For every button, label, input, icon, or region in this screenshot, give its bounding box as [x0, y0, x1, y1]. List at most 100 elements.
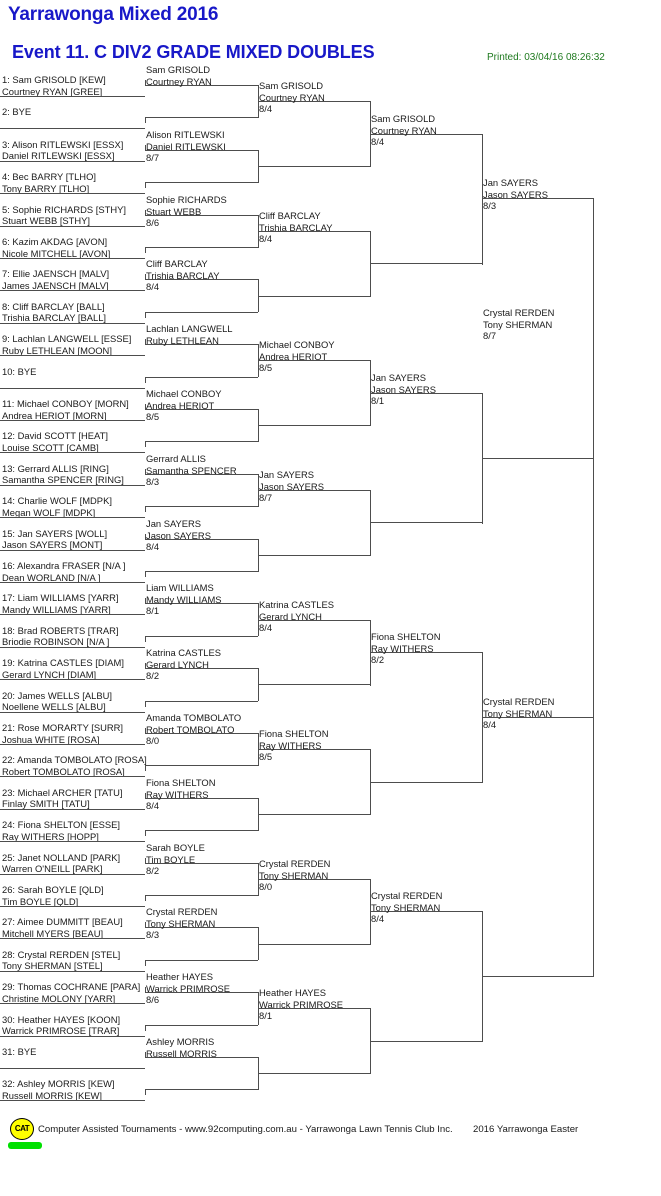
bracket-connector — [0, 971, 145, 972]
player-line-2: Robert TOMBOLATO [ROSA] — [2, 765, 125, 777]
player-line-2: Megan WOLF [MDPK] — [2, 506, 96, 518]
bracket-connector — [370, 1041, 371, 1047]
bracket-connector — [370, 782, 371, 788]
match-score: 8/4 — [483, 719, 497, 731]
bracket-connector — [145, 960, 146, 966]
bracket-connector — [258, 944, 370, 945]
bracket-connector — [0, 906, 145, 907]
bracket-connector — [370, 263, 371, 269]
player-line-2: Robert TOMBOLATO — [146, 723, 235, 735]
bracket-connector — [0, 614, 145, 615]
entry-slot: 11: Michael CONBOY [MORN]Andrea HERIOT [… — [2, 398, 129, 421]
player-line-2: Mandy WILLIAMS [YARR] — [2, 603, 111, 615]
player-line-2: Jason SAYERS — [371, 383, 436, 395]
bracket-connector — [0, 193, 145, 194]
player-line-2: Tony BARRY [TLHO] — [2, 182, 90, 194]
bracket-connector — [258, 425, 370, 426]
bracket-connector — [593, 846, 594, 852]
bracket-connector — [145, 830, 146, 836]
bracket-connector — [370, 1041, 482, 1042]
match-score: 8/3 — [146, 929, 160, 941]
entry-slot: 15: Jan SAYERS [WOLL]Jason SAYERS [MONT] — [2, 528, 107, 551]
player-line-2: Courtney RYAN — [259, 91, 325, 103]
bracket-connector — [258, 944, 259, 950]
player-line-2: Jason SAYERS — [259, 480, 324, 492]
player-line-2: Noellene WELLS [ALBU] — [2, 701, 106, 713]
player-line-1: 14: Charlie WOLF [MDPK] — [2, 495, 112, 507]
player-line-1: Heather HAYES — [259, 987, 327, 998]
player-line-1: Sarah BOYLE — [146, 842, 205, 853]
entry-slot: 19: Katrina CASTLES [DIAM]Gerard LYNCH [… — [2, 657, 124, 680]
bracket-connector — [145, 571, 258, 572]
bracket-connector — [145, 598, 146, 604]
bracket-connector — [145, 701, 146, 707]
player-line-2: Daniel RITLEWSKI — [146, 140, 226, 152]
player-line-2: Gerard LYNCH [DIAM] — [2, 668, 97, 680]
match-score: 8/0 — [146, 735, 160, 747]
bracket-connector — [0, 355, 145, 356]
match-score: 8/1 — [259, 1010, 273, 1022]
player-line-1: Lachlan LANGWELL — [146, 323, 233, 334]
player-line-1: Crystal RERDEN — [483, 696, 555, 707]
bracket-connector — [145, 960, 258, 961]
player-line-1: 30: Heather HAYES [KOON] — [2, 1013, 121, 1025]
player-line-1: 26: Sarah BOYLE [QLD] — [2, 884, 104, 895]
player-line-1: 9: Lachlan LANGWELL [ESSE] — [2, 333, 132, 345]
entry-slot: 7: Ellie JAENSCH [MALV]James JAENSCH [MA… — [2, 268, 109, 291]
entry-slot: 22: Amanda TOMBOLATO [ROSA]Robert TOMBOL… — [2, 754, 147, 777]
match-score: 8/4 — [259, 103, 273, 115]
match-score: 8/4 — [146, 800, 160, 812]
player-line-1: 18: Brad ROBERTS [TRAR] — [2, 624, 119, 636]
player-line-2: Andrea HERIOT — [146, 399, 215, 411]
bracket-connector — [0, 128, 145, 129]
match-score: 8/1 — [371, 395, 385, 407]
bracket-connector — [0, 874, 145, 875]
player-line-1: Sam GRISOLD — [146, 64, 211, 75]
bracket-connector — [145, 1052, 146, 1058]
bracket-connector — [370, 911, 482, 912]
bracket-connector — [482, 458, 593, 459]
player-line-2: James JAENSCH [MALV] — [2, 279, 109, 291]
match-score: 8/2 — [371, 654, 385, 666]
player-line-1: 19: Katrina CASTLES [DIAM] — [2, 657, 124, 669]
bracket-connector — [370, 522, 482, 523]
bracket-connector — [145, 793, 146, 799]
bracket-connector — [0, 744, 145, 745]
player-line-2: Mitchell MYERS [BEAU] — [2, 927, 104, 939]
bracket-connector — [145, 117, 146, 123]
footer-credit: Computer Assisted Tournaments - www.92co… — [38, 1124, 453, 1135]
bracket-connector — [145, 506, 258, 507]
player-line-1: Michael CONBOY — [146, 388, 222, 399]
player-line-2: Courtney RYAN — [146, 75, 212, 87]
bracket-connector — [145, 858, 146, 864]
bracket-connector — [0, 452, 145, 453]
player-line-1: Katrina CASTLES — [259, 599, 335, 610]
player-line-2: Tony SHERMAN — [146, 917, 216, 929]
entry-slot: 26: Sarah BOYLE [QLD]Tim BOYLE [QLD] — [2, 884, 104, 907]
player-line-1: Crystal RERDEN — [371, 890, 443, 901]
player-line-2: Jason SAYERS [MONT] — [2, 539, 103, 551]
player-line-2: Warrick PRIMROSE [TRAR] — [2, 1025, 120, 1037]
bracket-connector — [145, 441, 146, 447]
entry-slot: 16: Alexandra FRASER [N/A ]Dean WORLAND … — [2, 560, 126, 583]
bracket-connector — [145, 247, 146, 253]
bracket-connector — [258, 620, 370, 621]
bracket-connector — [0, 582, 145, 583]
bracket-connector — [145, 182, 146, 188]
player-line-2: Russell MORRIS [KEW] — [2, 1089, 103, 1101]
bracket-connector — [0, 647, 145, 648]
player-line-2: Stuart WEBB — [146, 205, 202, 217]
bracket-connector — [145, 85, 258, 86]
entry-slot: 13: Gerrard ALLIS [RING]Samantha SPENCER… — [2, 463, 124, 486]
bracket-connector — [482, 458, 483, 464]
bracket-connector — [258, 927, 259, 960]
